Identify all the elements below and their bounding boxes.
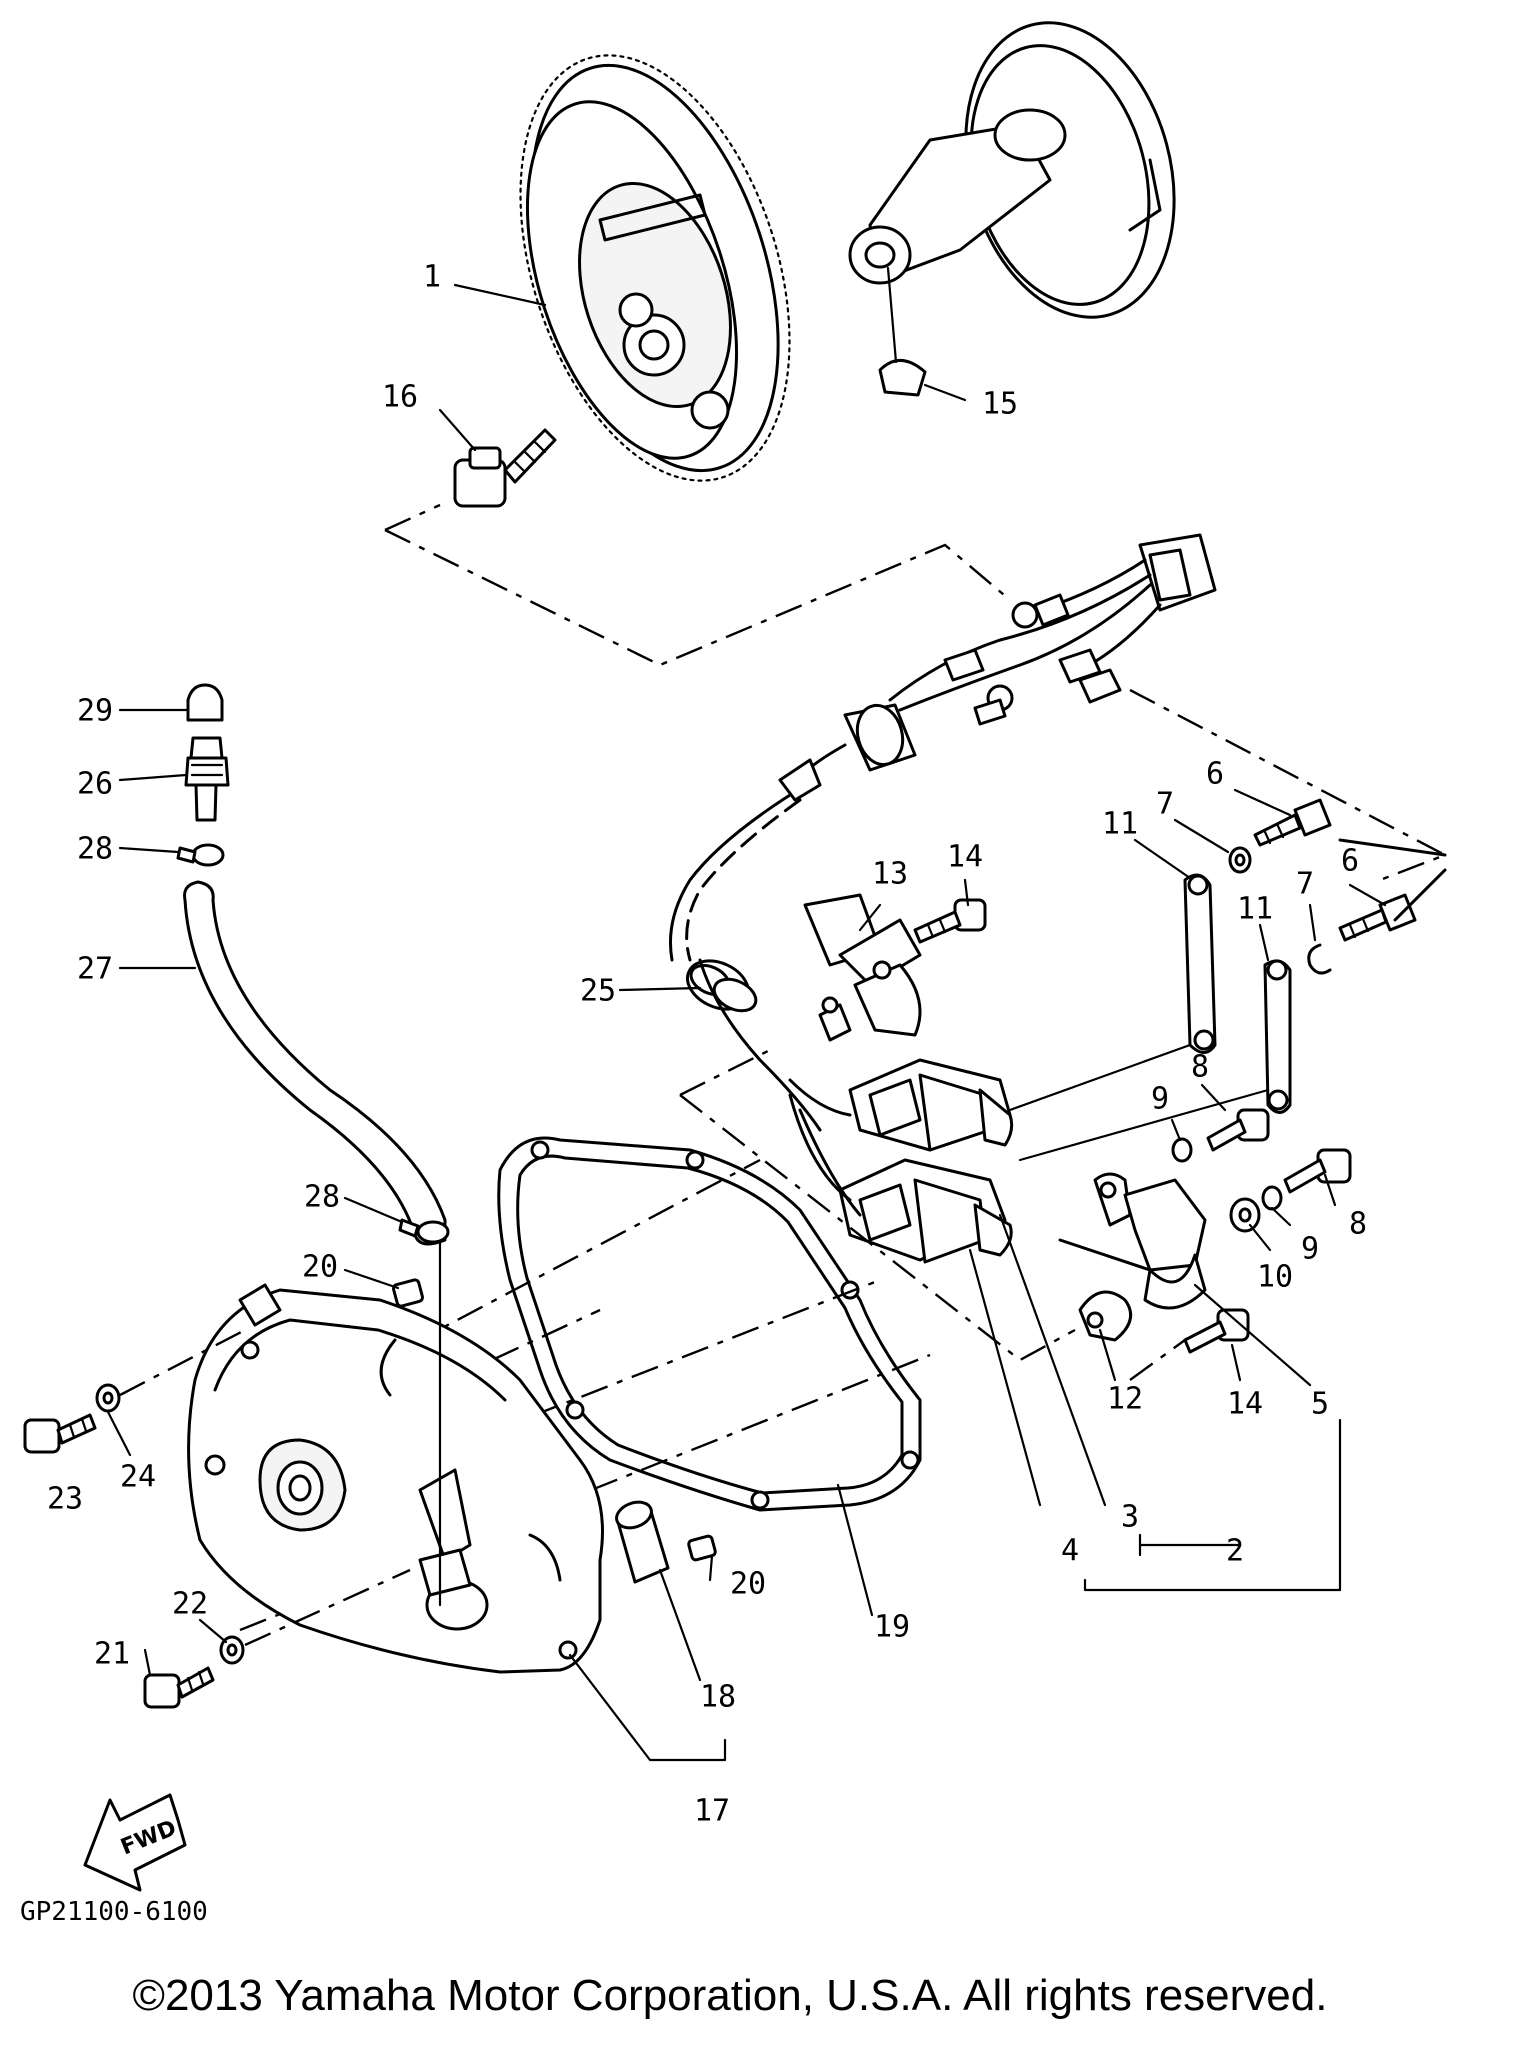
- washer-22: [219, 1635, 245, 1665]
- rotor-bolt: [453, 428, 557, 508]
- callout-28-upper: 28: [77, 832, 113, 867]
- callout-8-upper: 8: [1191, 1050, 1209, 1085]
- callout-23: 23: [47, 1482, 83, 1517]
- callout-7-upper: 7: [1156, 787, 1174, 822]
- screw-8-upper: [1206, 1108, 1270, 1152]
- wire-harness: [668, 533, 1448, 962]
- callout-11-left: 11: [1102, 807, 1138, 842]
- callout-8-lower: 8: [1349, 1207, 1367, 1242]
- washer-24: [95, 1383, 121, 1413]
- bolt-21: [143, 1666, 215, 1709]
- washer-9-upper: [1171, 1137, 1193, 1163]
- diagram-code: GP21100-6100: [20, 1897, 208, 1927]
- callout-17: 17: [694, 1794, 730, 1829]
- starter-hub: [848, 21, 1176, 319]
- hose-clamp-28-lower: [398, 1218, 450, 1244]
- callout-16: 16: [382, 380, 418, 415]
- callout-9-lower: 9: [1301, 1232, 1319, 1267]
- hose-clamp-28-upper: [176, 843, 225, 867]
- callout-24: 24: [120, 1460, 156, 1495]
- screw-14-upper: [913, 898, 987, 944]
- vent-cap-29: [186, 683, 224, 722]
- dowel-pin-20-lower: [687, 1534, 717, 1562]
- washer-7-lower: [1307, 943, 1332, 975]
- washer-7-upper: [1228, 846, 1252, 874]
- callout-6-lower: 6: [1341, 844, 1359, 879]
- plate-11-right: [1263, 959, 1292, 1114]
- callout-28-lower: 28: [304, 1180, 340, 1215]
- callout-5: 5: [1311, 1387, 1329, 1422]
- callout-4: 4: [1061, 1534, 1079, 1569]
- callout-14-upper: 14: [947, 840, 983, 875]
- screw-6-upper: [1253, 798, 1332, 847]
- leader-lines: [106, 283, 1387, 1762]
- washer-9-lower: [1261, 1185, 1283, 1211]
- callout-12: 12: [1107, 1382, 1143, 1417]
- bolt-23: [23, 1413, 97, 1454]
- callout-11-right: 11: [1237, 892, 1273, 927]
- flywheel-rotor: [519, 54, 791, 482]
- callout-27: 27: [77, 952, 113, 987]
- callout-29: 29: [77, 694, 113, 729]
- callout-19: 19: [874, 1610, 910, 1645]
- callout-22: 22: [172, 1587, 208, 1622]
- crankcase-gasket: [497, 1136, 922, 1512]
- bushing-18: [615, 1500, 670, 1584]
- callout-9-upper: 9: [1151, 1082, 1169, 1117]
- callout-1: 1: [423, 260, 441, 295]
- vent-hose-27: [183, 880, 447, 1246]
- pickup-coil-bracket: [803, 893, 922, 1042]
- plate-11-left: [1183, 873, 1217, 1054]
- dowel-pin-20-upper: [391, 1278, 425, 1308]
- screw-6-lower: [1338, 893, 1417, 942]
- callout-14-lower: 14: [1227, 1387, 1263, 1422]
- callout-labels: 1 15 16 29 26 28 27 6 7 11 6 13 14 11 7 …: [47, 260, 1367, 1829]
- callout-6-upper: 6: [1206, 757, 1224, 792]
- fwd-arrow-icon: FWD: [83, 1793, 187, 1892]
- grommet: [686, 958, 822, 1132]
- lead-wire-holder: [1058, 1172, 1207, 1310]
- washer-10: [1229, 1197, 1261, 1233]
- stator-coil-assembly: [788, 1058, 1014, 1264]
- fitting-26: [184, 736, 230, 822]
- callout-7-lower: 7: [1296, 867, 1314, 902]
- callout-15: 15: [982, 387, 1018, 422]
- woodruff-key: [878, 266, 927, 397]
- screw-8-lower: [1283, 1148, 1352, 1194]
- copyright-notice: ©2013 Yamaha Motor Corporation, U.S.A. A…: [133, 1971, 1328, 2020]
- crankcase-cover: [187, 1283, 604, 1674]
- callout-25: 25: [580, 974, 616, 1009]
- callout-26: 26: [77, 767, 113, 802]
- callout-20-lower: 20: [730, 1567, 766, 1602]
- callout-10: 10: [1257, 1260, 1293, 1295]
- clamp-12: [1078, 1290, 1133, 1342]
- callout-13: 13: [872, 857, 908, 892]
- callout-20-upper: 20: [302, 1250, 338, 1285]
- callout-3: 3: [1121, 1500, 1139, 1535]
- callout-2: 2: [1226, 1534, 1244, 1569]
- callout-18: 18: [700, 1680, 736, 1715]
- screw-14-lower: [1183, 1308, 1250, 1354]
- callout-21: 21: [94, 1637, 130, 1672]
